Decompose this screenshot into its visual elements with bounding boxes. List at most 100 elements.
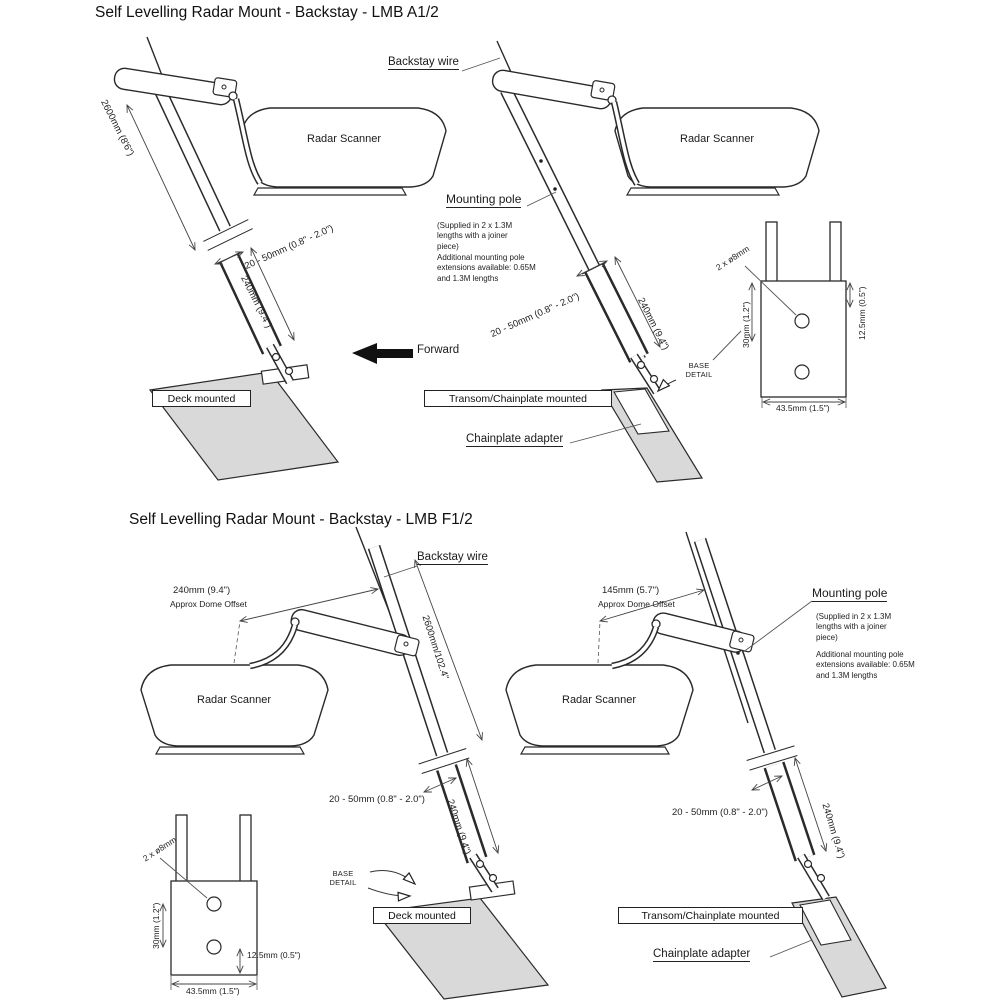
deck-mounted-box: Deck mounted [373, 907, 471, 924]
pole-note-extensions: Additional mounting pole extensions avai… [437, 253, 536, 283]
dim-hole-spacing-text: 30mm (1.2") [151, 902, 161, 949]
clamp-bolt [738, 637, 744, 643]
bracket-prong [765, 221, 778, 285]
dim-pole-length [126, 103, 196, 252]
dim-clamp-range [213, 251, 245, 265]
forward-label: Forward [417, 344, 460, 356]
dim-clamp-range [422, 777, 458, 793]
base-plate [170, 880, 258, 976]
dim-clamp-range-text: 20 - 50mm (0.8" - 2.0") [672, 807, 768, 818]
approx-dome-offset-label: Approx Dome Offset [170, 599, 247, 609]
deck-mounted-box: Deck mounted [152, 390, 251, 407]
mounting-pole-label: Mounting pole [446, 192, 522, 208]
radar-scanner-label: Radar Scanner [307, 133, 381, 145]
dim-hole-edge-text: 12.5mm (0.5") [247, 950, 301, 960]
dome-plate [625, 187, 781, 196]
title-lmb-f: Self Levelling Radar Mount - Backstay - … [129, 511, 473, 528]
clamp-bolt [221, 84, 227, 90]
pole-note-supplied: (Supplied in 2 x 1.3M lengths with a joi… [816, 612, 892, 642]
bolt-hole [206, 939, 222, 955]
dim-clamp-range [575, 260, 609, 277]
dome-offset-value: 240mm (9.4") [173, 585, 231, 596]
base-detail-pointer-arrow [369, 870, 417, 886]
dim-pole-length [414, 558, 483, 742]
hinge-bolt [488, 873, 498, 883]
chainplate-adapter-part [613, 388, 670, 435]
bolt-hole [206, 896, 222, 912]
radar-dome [140, 664, 329, 747]
bracket-prong [239, 814, 252, 884]
dim-sleeve-length [793, 756, 828, 853]
dim-sleeve-length [614, 255, 661, 349]
pivot [228, 91, 238, 101]
transom-mounted-box: Transom/Chainplate mounted [424, 390, 612, 407]
pendulum-bracket [249, 624, 299, 670]
radar-dome [505, 664, 694, 747]
backstay-wire-label: Backstay wire [388, 56, 459, 70]
dome-plate [252, 187, 408, 196]
hinge-bolt [284, 366, 294, 376]
backstay-wire-line [146, 36, 164, 79]
title-lmb-a: Self Levelling Radar Mount - Backstay - … [95, 4, 439, 21]
chainplate-adapter-label: Chainplate adapter [466, 433, 564, 447]
chainplate-adapter-label: Chainplate adapter [653, 948, 751, 962]
radar-scanner-label: Radar Scanner [680, 133, 754, 145]
lmb-a-base-detail-drawing [744, 221, 854, 408]
pole-break [418, 746, 470, 776]
deck-surface [148, 371, 340, 481]
base-detail-link-line [712, 330, 742, 361]
dome-offset-value: 145mm (5.7") [602, 585, 660, 596]
bracket-prong [829, 221, 842, 285]
radar-scanner-label: Radar Scanner [562, 694, 636, 706]
leader-backstay [461, 57, 501, 72]
mounting-pole-label: Mounting pole [812, 586, 888, 602]
lmb-f-base-detail-drawing [159, 814, 258, 990]
approx-dome-offset-label: Approx Dome Offset [598, 599, 675, 609]
lmb-a-transom-mount-drawing [352, 40, 820, 483]
dome-plate [154, 746, 306, 755]
hinge-bolt [649, 374, 659, 384]
hinge-bolt [475, 859, 485, 869]
pole-break [202, 217, 254, 253]
arm-clamp [590, 80, 616, 101]
radar-dome [614, 107, 820, 188]
leader-bolt-holes [744, 265, 797, 316]
pole-note-extensions: Additional mounting pole extensions avai… [816, 650, 915, 680]
hinge-bolt [636, 360, 646, 370]
dim-hole-spacing-text: 30mm (1.2") [741, 301, 751, 348]
base-plate [760, 280, 847, 398]
backstay-wire-label: Backstay wire [417, 551, 488, 565]
hinge-bolt [271, 352, 281, 362]
leader-mounting-pole [526, 191, 557, 207]
transom-mounted-box: Transom/Chainplate mounted [618, 907, 803, 924]
dim-dome-offset [598, 588, 706, 623]
bolt-hole [794, 364, 810, 380]
radar-dome [241, 107, 447, 188]
joiner-dot [539, 159, 543, 163]
chainplate-adapter-part [799, 899, 852, 946]
dome-plate [519, 746, 671, 755]
joiner-dot [553, 187, 557, 191]
pole-note-supplied: (Supplied in 2 x 1.3M lengths with a joi… [437, 221, 513, 251]
dim-plate-width-text: 43.5mm (1.5") [186, 986, 240, 996]
lmb-a-deck-mount-drawing [113, 36, 447, 481]
base-detail-label: BASE DETAIL [685, 361, 713, 380]
dim-dome-offset [238, 587, 380, 623]
dim-clamp-range-text: 20 - 50mm (0.8" - 2.0") [329, 794, 425, 805]
clamp-bolt [403, 641, 409, 647]
radar-scanner-label: Radar Scanner [197, 694, 271, 706]
base-detail-pointer-arrow [367, 887, 412, 902]
leader-bolt-holes [159, 857, 208, 899]
dim-plate-width-text: 43.5mm (1.5") [776, 403, 830, 413]
hinge-bolt [816, 873, 826, 883]
pole-break [746, 743, 798, 773]
leader-chainplate [569, 423, 642, 444]
leader-chainplate [769, 939, 813, 958]
pendulum-bracket [611, 625, 660, 670]
leader-mounting-pole [741, 600, 813, 654]
lmb-f-transom-mount-drawing [505, 531, 887, 998]
dim-clamp-range [750, 775, 784, 791]
base-detail-label: BASE DETAIL [329, 869, 357, 888]
